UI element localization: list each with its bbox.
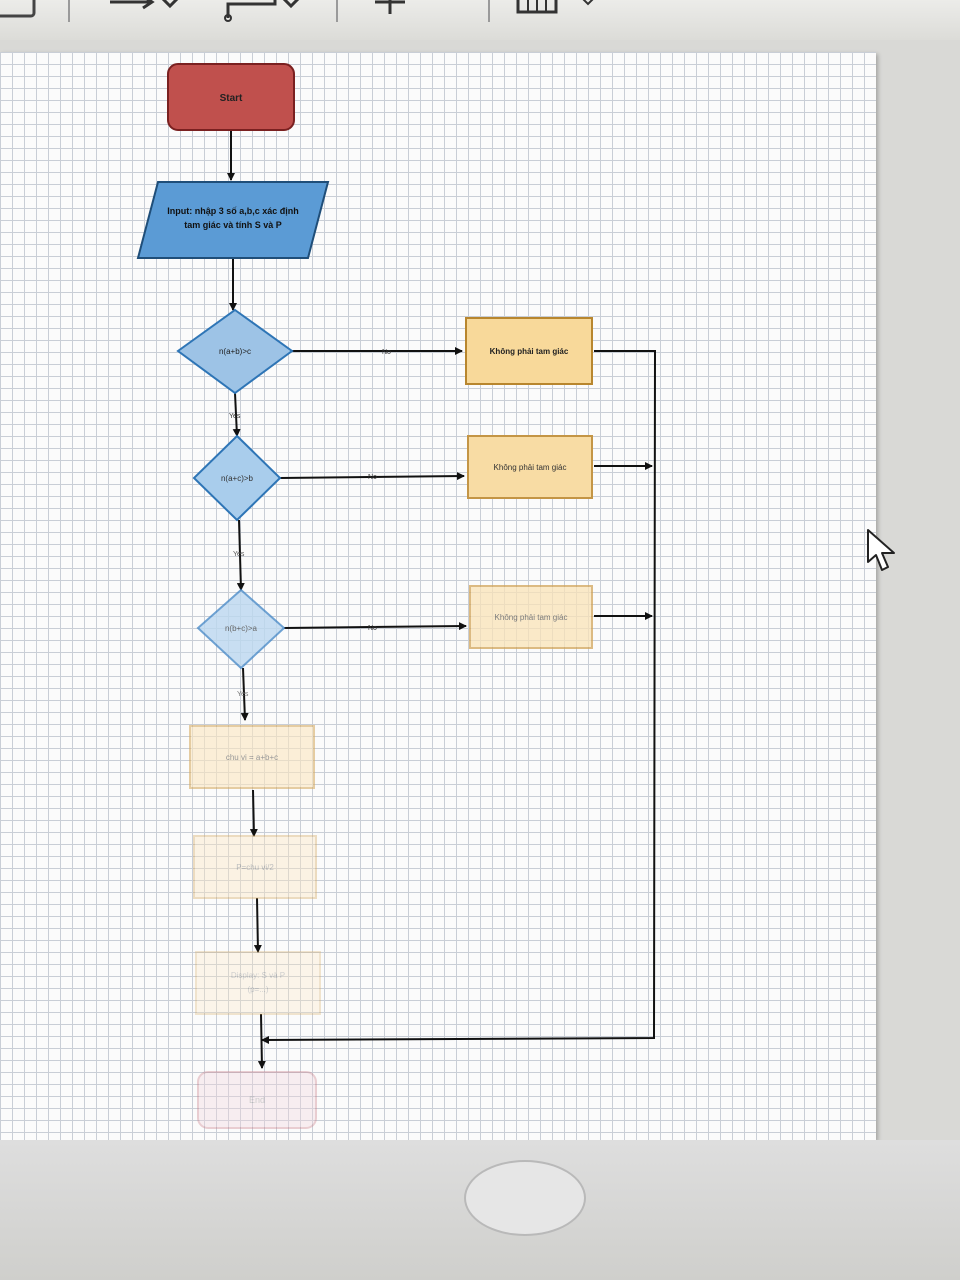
edge-label-yes-3: Yes [237, 691, 249, 698]
not-triangle-label-2: Không phải tam giác [494, 463, 567, 472]
output-label-line1: Display: S và P [231, 971, 285, 980]
input-node[interactable]: Input: nhập 3 số a,b,c xác định tam giác… [136, 181, 330, 259]
edge-label-yes-2: Yes [233, 551, 245, 558]
edge-label-yes-1: Yes [229, 413, 241, 420]
connector-arrow-icon [110, 0, 179, 10]
start-label: Start [220, 93, 243, 104]
not-triangle-label-1: Không phải tam giác [490, 347, 569, 356]
mouse-cursor-icon [867, 529, 895, 571]
edge-output-end [257, 1013, 266, 1069]
half-perimeter-label: P=chu vi/2 [236, 863, 274, 872]
dropdown-icon [582, 0, 594, 6]
end-node[interactable]: End [197, 1071, 317, 1129]
toolbar-icons [0, 0, 594, 22]
page-indicator[interactable] [464, 1160, 586, 1236]
half-perimeter-node[interactable]: P=chu vi/2 [193, 835, 317, 899]
decision-2-node[interactable]: n(a+c)>b [192, 434, 282, 522]
input-label-line1: Input: nhập 3 số a,b,c xác định [167, 206, 299, 216]
decision-3-node[interactable]: n(b+c)>a [196, 588, 286, 670]
decision-2-label: n(a+c)>b [221, 474, 254, 483]
perimeter-node[interactable]: chu vi = a+b+c [189, 725, 315, 789]
edge-label-no-1: No [382, 349, 391, 356]
decision-1-label: n(a+b)>c [219, 347, 251, 356]
decision-1-node[interactable]: n(a+b)>c [176, 308, 294, 395]
edge-decision2-yes [236, 519, 245, 591]
edge-label-no-2: No [368, 474, 377, 481]
insert-icon [375, 0, 405, 14]
edge-right-bus [261, 350, 657, 1044]
edge-half-output [253, 897, 262, 953]
toolbar [0, 0, 960, 40]
edge-decision2-no [279, 472, 465, 481]
edge-decision1-yes [232, 392, 241, 437]
shape-tool-icon [0, 0, 36, 18]
edge-label-no-3: No [368, 625, 377, 632]
edge-decision3-yes [240, 667, 249, 721]
end-label: End [249, 1095, 265, 1105]
not-triangle-label-3: Không phải tam giác [495, 613, 568, 622]
not-triangle-node-3[interactable]: Không phải tam giác [469, 585, 593, 649]
start-node[interactable]: Start [167, 63, 295, 131]
input-label-line2: tam giác và tính S và P [184, 220, 282, 230]
output-label-line2: (p=...) [247, 985, 268, 994]
decision-3-label: n(b+c)>a [225, 624, 258, 633]
not-triangle-node-1[interactable]: Không phải tam giác [465, 317, 593, 385]
connectors [227, 130, 657, 1069]
perimeter-label: chu vi = a+b+c [226, 753, 278, 762]
edge-decision3-no [283, 622, 467, 631]
output-node[interactable]: Display: S và P (p=...) [195, 951, 321, 1015]
elbow-connector-icon [226, 0, 300, 18]
edge-perimeter-half [249, 789, 258, 837]
not-triangle-node-2[interactable]: Không phải tam giác [467, 435, 593, 499]
